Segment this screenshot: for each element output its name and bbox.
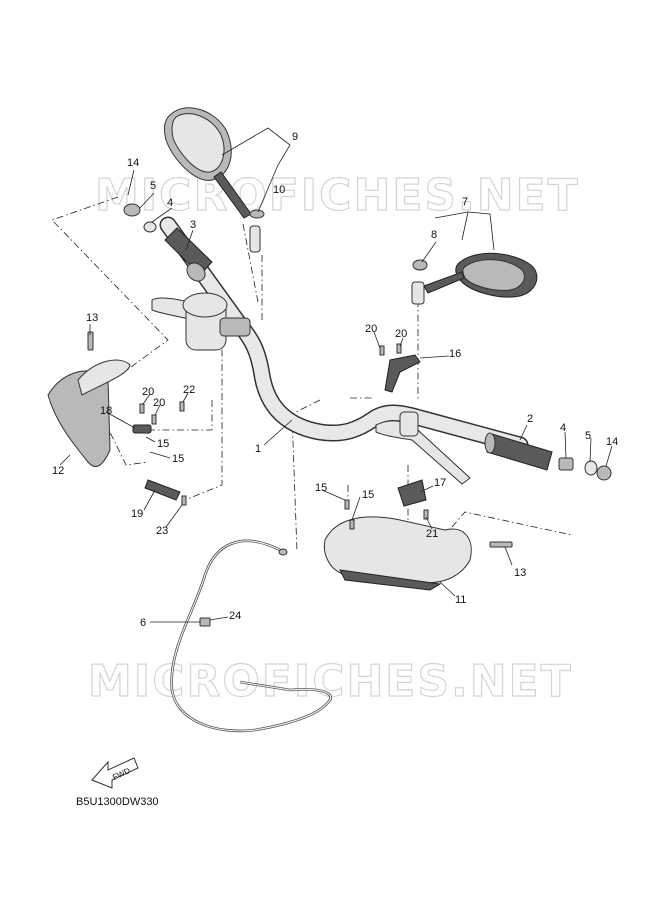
screw-23 — [181, 495, 187, 506]
left-mirror — [163, 107, 261, 253]
callout-14-left: 14 — [127, 157, 139, 169]
callout-10: 10 — [273, 184, 285, 196]
callout-12: 12 — [52, 465, 64, 477]
screw-15-d — [349, 519, 355, 530]
callout-2: 2 — [527, 413, 533, 425]
diagram-code: B5U1300DW330 — [76, 796, 159, 808]
callout-4-left: 4 — [167, 197, 173, 209]
callout-18: 18 — [100, 405, 112, 417]
callout-15-a: 15 — [157, 438, 169, 450]
screw-20-b — [151, 414, 157, 425]
leader-lines — [59, 127, 613, 623]
callout-6: 6 — [140, 617, 146, 629]
callout-13-right: 13 — [514, 567, 526, 579]
switch-19 — [144, 479, 181, 501]
handlebar — [159, 216, 529, 454]
callout-15-d: 15 — [362, 489, 374, 501]
screw-21 — [423, 509, 429, 520]
callout-5-left: 5 — [150, 180, 156, 192]
callout-24: 24 — [229, 610, 241, 622]
right-bar-end — [558, 457, 612, 481]
callout-21: 21 — [426, 528, 438, 540]
right-lever-assembly — [375, 411, 471, 485]
callout-20-b: 20 — [153, 397, 165, 409]
callout-5-right: 5 — [585, 430, 591, 442]
forward-arrow: FWD — [91, 757, 139, 789]
callout-7: 7 — [462, 196, 468, 208]
callout-19: 19 — [131, 508, 143, 520]
callout-labels: 9 14 5 10 4 7 3 8 13 20 20 16 20 22 20 1… — [52, 131, 618, 629]
callout-17: 17 — [434, 477, 446, 489]
callout-9: 9 — [292, 131, 298, 143]
mirror-nut-10 — [249, 209, 265, 219]
callout-20-c: 20 — [365, 323, 377, 335]
callout-8: 8 — [431, 229, 437, 241]
callout-14-right: 14 — [606, 436, 618, 448]
callout-15-b: 15 — [172, 453, 184, 465]
left-bar-end — [123, 203, 157, 233]
callout-23: 23 — [156, 525, 168, 537]
bracket-17 — [397, 479, 427, 507]
mirror-nut-8 — [412, 259, 428, 271]
callout-3: 3 — [190, 219, 196, 231]
callout-20-d: 20 — [395, 328, 407, 340]
callout-20-a: 20 — [142, 386, 154, 398]
bracket-16 — [384, 354, 421, 393]
screw-20-c — [379, 345, 385, 356]
right-grip — [484, 432, 553, 471]
watermark-top: MICROFICHES.NET — [95, 170, 580, 221]
right-mirror — [411, 252, 538, 305]
screw-22 — [179, 401, 185, 412]
screw-15-c — [344, 499, 350, 510]
screw-13-left — [87, 331, 94, 351]
callout-22: 22 — [183, 384, 195, 396]
callout-4-right: 4 — [560, 422, 566, 434]
callout-13-left: 13 — [86, 312, 98, 324]
callout-15-c: 15 — [315, 482, 327, 494]
switch-18 — [132, 424, 152, 434]
callout-11: 11 — [455, 594, 466, 606]
callout-16: 16 — [449, 348, 461, 360]
reference-lines — [51, 196, 573, 553]
left-hand-guard — [47, 359, 131, 467]
left-grip — [164, 227, 213, 282]
left-lever-assembly — [151, 292, 251, 351]
screw-20-a — [139, 403, 145, 414]
throttle-cable — [170, 539, 332, 733]
right-hand-guard — [323, 516, 472, 591]
callout-1: 1 — [255, 443, 261, 455]
cable-clamp-24 — [199, 617, 211, 627]
screw-20-d — [396, 343, 402, 354]
screw-13-right — [489, 541, 513, 548]
